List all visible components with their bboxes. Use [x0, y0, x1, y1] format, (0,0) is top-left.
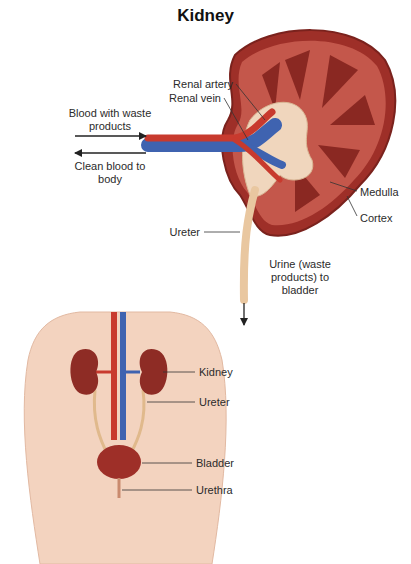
flow-label: Clean blood to body — [65, 160, 155, 186]
part-label: Bladder — [196, 457, 234, 470]
flow-label: Blood with waste products — [65, 107, 155, 133]
flow-label: Urine (waste products) to bladder — [254, 258, 346, 297]
part-label: Ureter — [199, 396, 230, 409]
part-label: Medulla — [360, 186, 399, 199]
part-label: Cortex — [360, 212, 392, 225]
title: Kidney — [0, 6, 411, 26]
part-label: Urethra — [196, 484, 233, 497]
part-label: Renal artery — [173, 78, 233, 91]
part-label: Ureter — [169, 226, 200, 239]
part-label: Renal vein — [169, 92, 221, 105]
part-label: Kidney — [199, 366, 233, 379]
